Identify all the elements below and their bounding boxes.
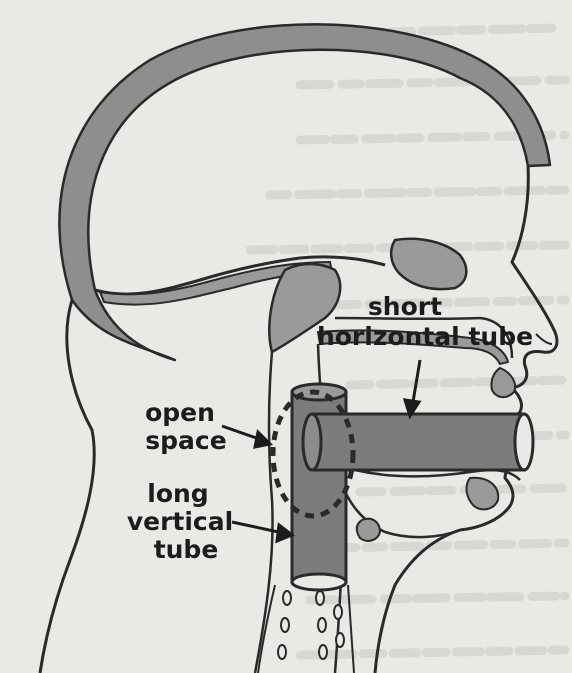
label-tube: tube	[154, 535, 219, 564]
label-space: space	[145, 426, 226, 455]
hyoid	[357, 519, 380, 541]
upper-lip-tissue	[491, 368, 515, 397]
lower-jaw-tissue	[467, 478, 499, 510]
short-horizontal-tube	[303, 414, 533, 470]
label-short: short	[368, 292, 442, 321]
arrow-long-tube	[232, 522, 283, 533]
neck-back	[40, 300, 94, 673]
pharynx-back-wall	[255, 352, 273, 673]
label-open: open	[145, 398, 215, 427]
label-long: long	[147, 479, 208, 508]
label-horizontal-tube: horizontal tube	[317, 322, 533, 351]
nose-tip	[536, 334, 552, 344]
label-vertical: vertical	[127, 507, 233, 536]
